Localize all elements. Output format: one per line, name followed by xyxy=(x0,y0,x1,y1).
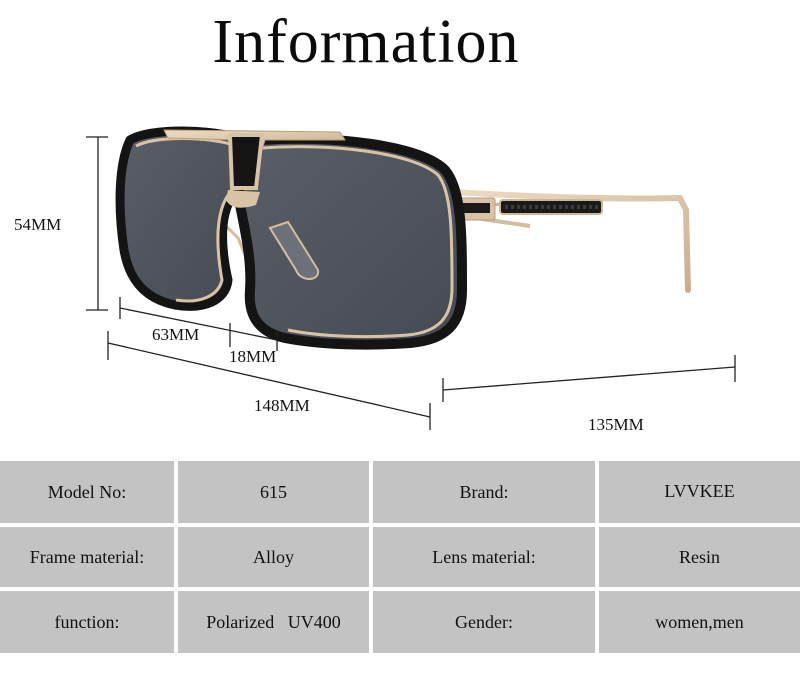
lens-material-label: Lens material: xyxy=(373,527,595,587)
model-no-value: 615 xyxy=(178,461,369,523)
function-label: function: xyxy=(0,591,174,653)
temple-length-label: 135MM xyxy=(588,415,644,434)
lens-width-label: 63MM xyxy=(152,325,200,344)
function-value: Polarized UV400 xyxy=(178,591,369,653)
sunglasses-figure: 54MM 63MM 18MM 148MM 135MM xyxy=(14,126,736,434)
lens-height-label: 54MM xyxy=(14,215,62,234)
model-no-label: Model No: xyxy=(0,461,174,523)
page-title: Information xyxy=(212,8,520,76)
temple-arm xyxy=(452,189,691,293)
frame-material-label: Frame material: xyxy=(0,527,174,587)
frame-material-value: Alloy xyxy=(178,527,369,587)
brand-value: LVVKEE xyxy=(599,461,800,523)
right-lens xyxy=(234,133,468,350)
gender-value: women,men xyxy=(599,591,800,653)
lens-material-value: Resin xyxy=(599,527,800,587)
bridge-width-label: 18MM xyxy=(229,347,277,366)
frame-width-dimension-line xyxy=(107,342,431,418)
gender-label: Gender: xyxy=(373,591,595,653)
bridge xyxy=(163,129,346,208)
temple-length-dimension-line xyxy=(442,366,736,391)
sunglasses-image xyxy=(115,126,691,350)
frame-width-label: 148MM xyxy=(254,396,310,415)
dimension-lines xyxy=(86,136,736,430)
brand-label: Brand: xyxy=(373,461,595,523)
spec-table: Model No: 615 Brand: LVVKEE Frame materi… xyxy=(0,459,800,697)
lens-width-dimension-line xyxy=(119,307,278,341)
